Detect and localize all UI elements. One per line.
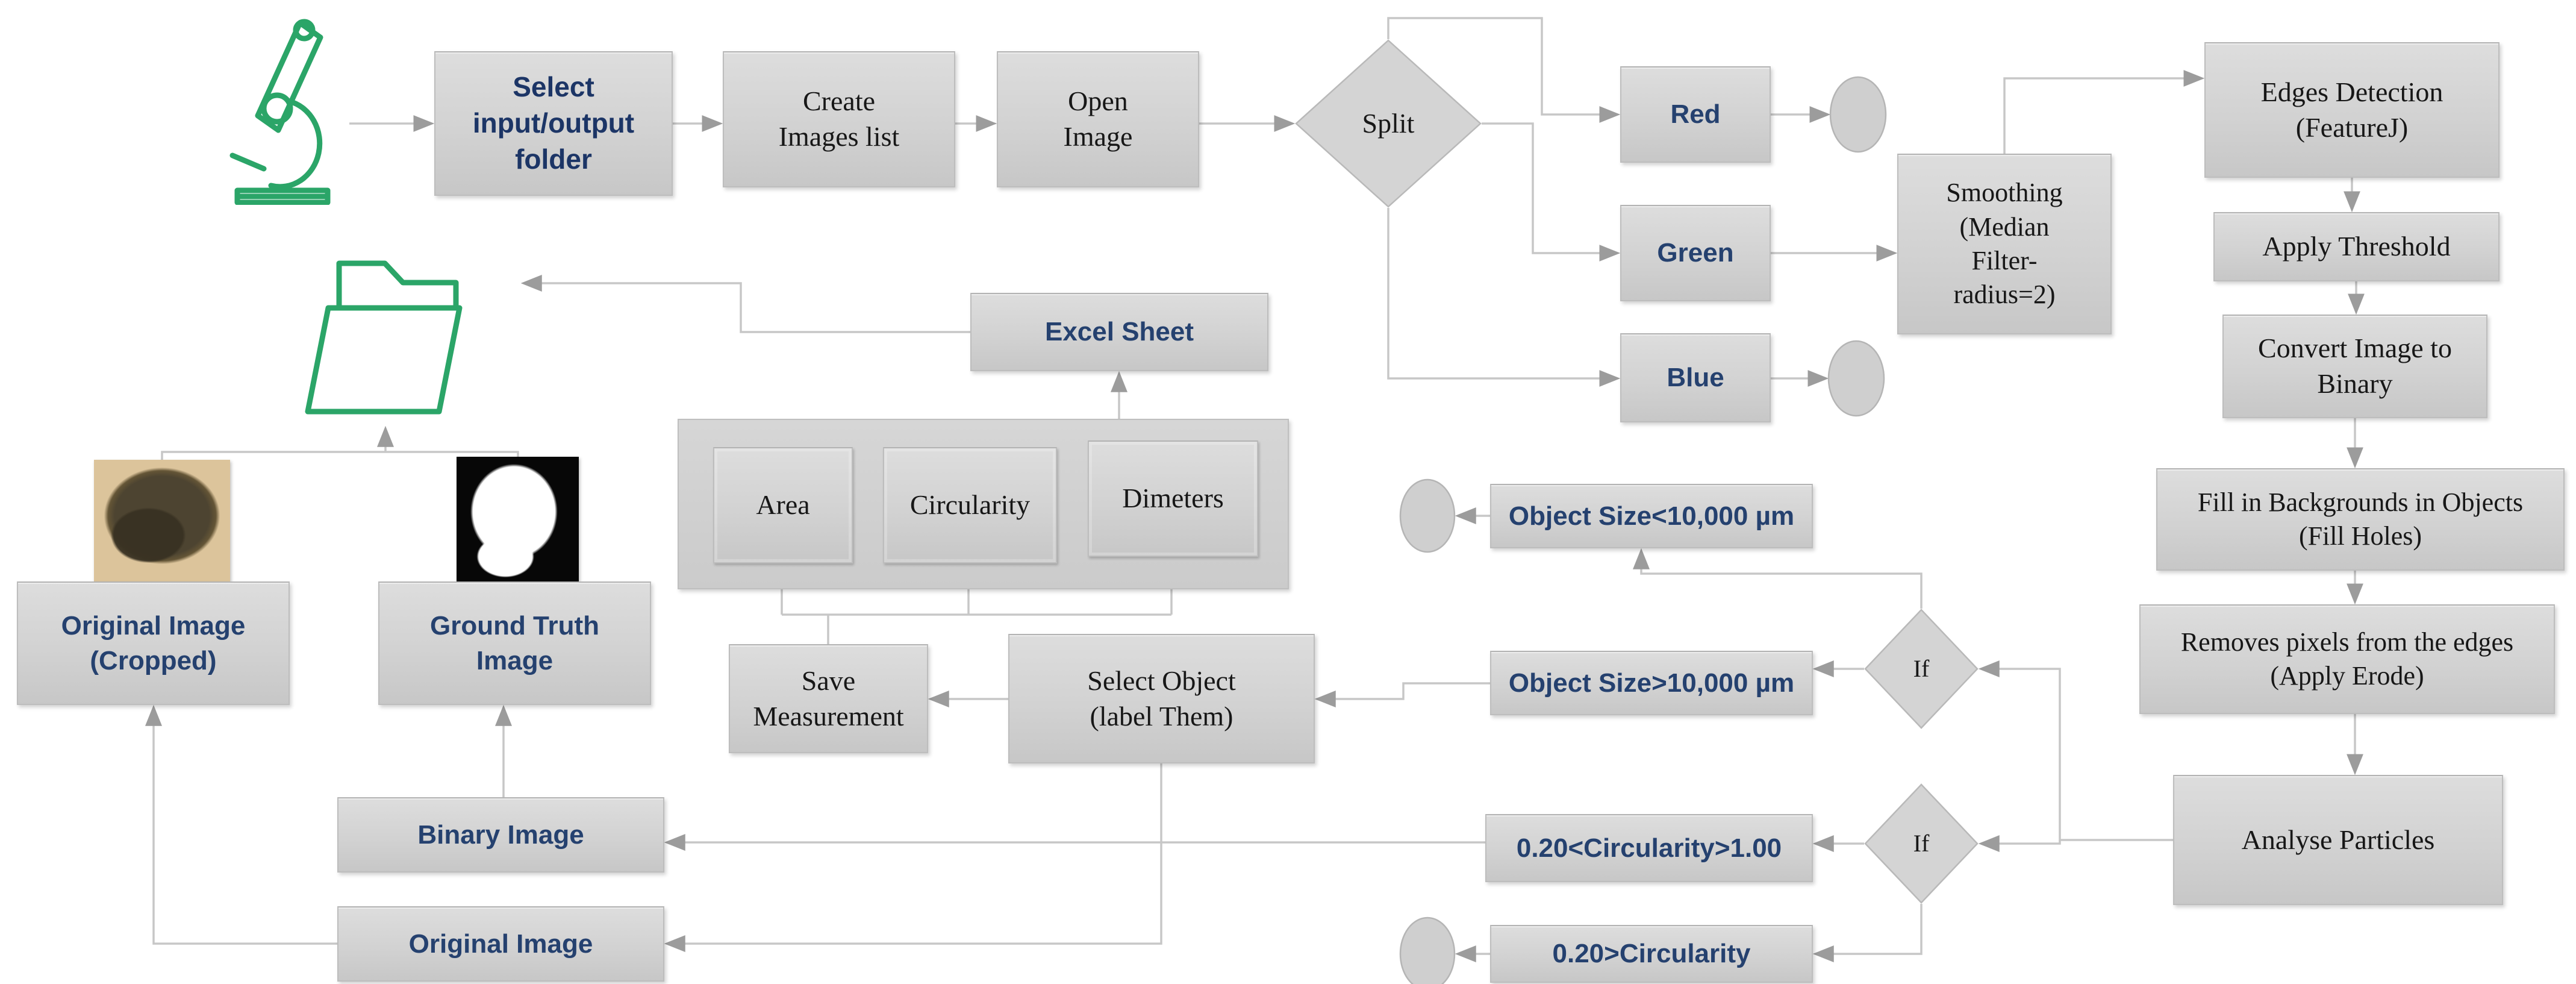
step-apply-threshold: Apply Threshold <box>2213 212 2500 281</box>
condition-object-size-below-threshold: Object Size<10,000 µm <box>1490 484 1813 548</box>
terminal-circle-low-circ <box>1399 917 1456 984</box>
output-binary-image: Binary Image <box>337 797 664 873</box>
diamond-shape <box>1864 783 1979 904</box>
measurement-dimeters: Dimeters <box>1088 440 1258 557</box>
terminal-circle-small-obj <box>1399 478 1456 553</box>
terminal-circle-blue <box>1827 340 1885 417</box>
organoid-sample-image <box>94 460 230 581</box>
condition-circularity-in-range: 0.20<Circularity>1.00 <box>1485 814 1813 882</box>
step-open-image: Open Image <box>997 51 1199 187</box>
label-ground-truth-image: Ground Truth Image <box>378 581 651 705</box>
terminal-nodes <box>1399 76 1887 984</box>
step-select-object-label: Select Object (label Them) <box>1008 634 1315 763</box>
condition-object-size-above-threshold: Object Size>10,000 µm <box>1490 651 1813 715</box>
ground-truth-mask-image <box>457 457 579 581</box>
decision-if-object-size: If <box>1864 609 1979 729</box>
step-convert-image-to-binary: Convert Image to Binary <box>2222 315 2487 418</box>
step-save-measurement: Save Measurement <box>729 644 928 753</box>
measurement-circularity: Circularity <box>883 447 1057 563</box>
step-edges-detection-featurej: Edges Detection (FeatureJ) <box>2204 42 2500 178</box>
step-fill-holes: Fill in Backgrounds in Objects (Fill Hol… <box>2156 468 2565 571</box>
decision-split-channels: Split <box>1295 39 1482 208</box>
label-original-image-cropped: Original Image (Cropped) <box>17 581 290 705</box>
diamond-shape <box>1864 609 1979 729</box>
channel-red: Red <box>1620 66 1771 163</box>
step-smoothing-median-filter: Smoothing (Median Filter- radius=2) <box>1897 154 2112 334</box>
open-folder-icon <box>304 250 497 426</box>
step-create-images-list: Create Images list <box>723 51 955 187</box>
step-analyse-particles: Analyse Particles <box>2173 775 2503 905</box>
measurement-area: Area <box>713 447 853 563</box>
channel-green: Green <box>1620 205 1771 301</box>
condition-circularity-below-threshold: 0.20>Circularity <box>1490 925 1813 983</box>
output-excel-sheet: Excel Sheet <box>970 293 1268 371</box>
microscope-icon <box>229 12 352 205</box>
terminal-circle-red <box>1829 76 1887 153</box>
connector-wires <box>145 17 2365 962</box>
step-select-input-output-folder: Select input/output folder <box>434 51 673 196</box>
diamond-shape <box>1295 39 1482 208</box>
measurements-group: Area Circularity Dimeters <box>678 419 1289 589</box>
output-original-image: Original Image <box>337 906 664 982</box>
decision-if-circularity: If <box>1864 783 1979 904</box>
step-apply-erode: Removes pixels from the edges (Apply Ero… <box>2139 604 2555 714</box>
channel-blue: Blue <box>1620 333 1771 422</box>
